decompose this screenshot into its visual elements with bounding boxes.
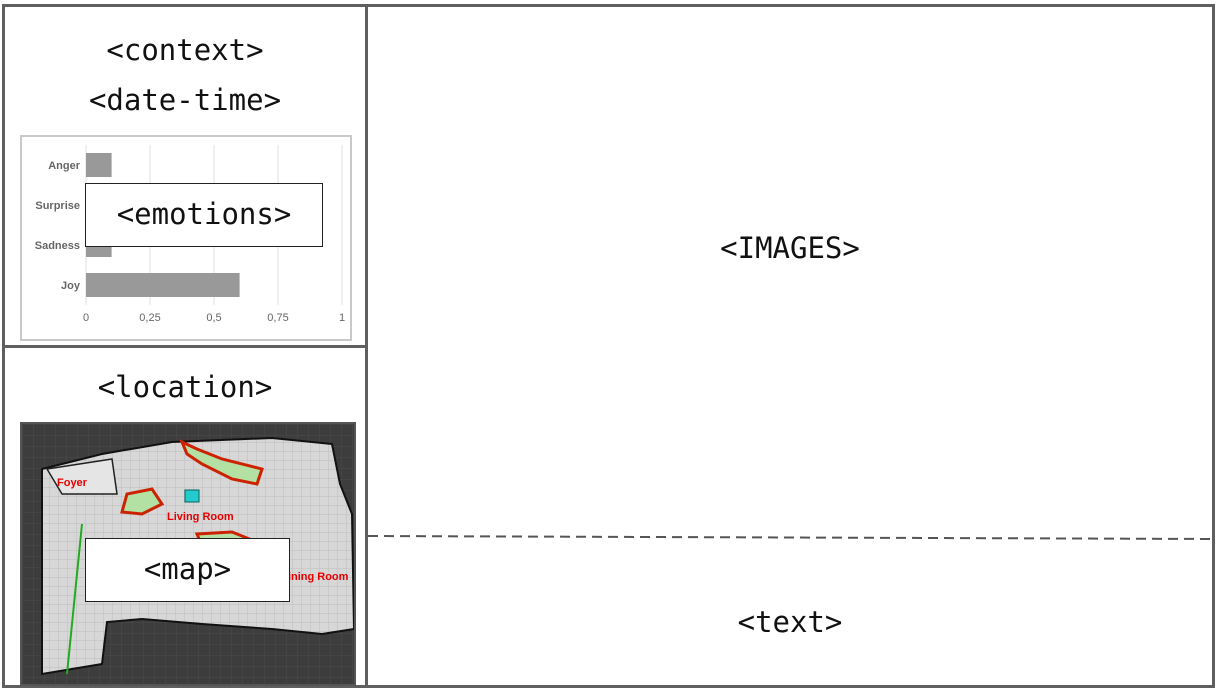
chart-x-tick-label: 0,25 xyxy=(139,312,160,324)
images-placeholder: <IMAGES> xyxy=(720,231,860,265)
chart-x-tick-label: 0,75 xyxy=(267,312,288,324)
map-room-label: Dining Room xyxy=(280,571,349,583)
map-room-label: Living Room xyxy=(167,511,234,523)
chart-category-label: Surprise xyxy=(35,200,80,212)
context-placeholder: <context> xyxy=(106,33,264,67)
emotions-placeholder: <emotions> xyxy=(85,183,323,247)
chart-bar xyxy=(86,153,112,177)
chart-category-label: Sadness xyxy=(35,240,80,252)
chart-category-label: Anger xyxy=(48,160,81,172)
images-text-divider xyxy=(368,535,1212,540)
map-obstacle xyxy=(179,439,264,486)
map-room-label: Foyer xyxy=(57,477,88,489)
date-time-placeholder: <date-time> xyxy=(88,83,282,117)
chart-bar xyxy=(86,273,240,297)
chart-category-label: Joy xyxy=(61,280,81,292)
text-placeholder: <text> xyxy=(737,605,843,639)
main-panel: <IMAGES> <text> xyxy=(365,4,1215,688)
map-path-line xyxy=(66,523,83,675)
chart-x-tick-label: 0 xyxy=(83,312,89,324)
context-panel: <context> <date-time> 0 0,25 0,5 0,75 1 Anger… xyxy=(2,4,368,348)
location-panel: <location> Foyer Living Room xyxy=(2,345,368,688)
chart-x-tick-label: 0,5 xyxy=(206,312,221,324)
robot-marker xyxy=(184,489,200,503)
chart-x-tick-label: 1 xyxy=(339,312,345,324)
map-region-foyer xyxy=(45,458,118,495)
location-placeholder: <location> xyxy=(97,370,273,404)
map-placeholder: <map> xyxy=(85,538,290,602)
map-obstacle xyxy=(120,487,165,516)
